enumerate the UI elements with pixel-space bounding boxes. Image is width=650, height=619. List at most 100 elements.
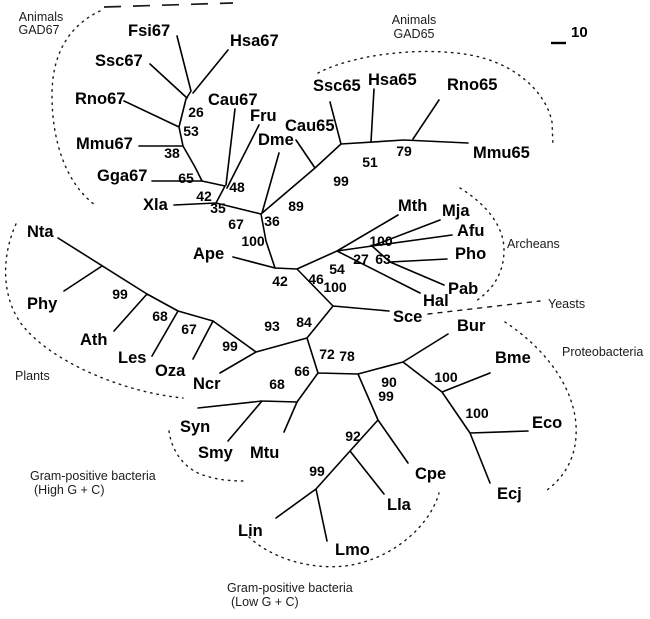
- taxon-label-bme: Bme: [495, 349, 531, 367]
- cluster-outline-archeans: [459, 187, 505, 302]
- taxon-label-ssc65: Ssc65: [313, 77, 361, 95]
- bootstrap-value: 68: [269, 376, 285, 392]
- taxon-label-lmo: Lmo: [335, 541, 370, 559]
- taxon-label-ath: Ath: [80, 331, 108, 349]
- bootstrap-value: 100: [434, 369, 458, 385]
- group-label-gram-high-line2: (High G + C): [34, 483, 105, 497]
- bootstrap-value: 38: [164, 145, 180, 161]
- cluster-outline-animals-gad67-top: [103, 2, 234, 8]
- taxon-label-mja: Mja: [442, 202, 470, 220]
- bootstrap-value: 27: [353, 251, 369, 267]
- taxon-label-smy: Smy: [198, 444, 234, 462]
- taxon-label-bur: Bur: [457, 317, 486, 335]
- scale-bar: 10: [551, 24, 588, 45]
- taxon-label-afu: Afu: [457, 222, 485, 240]
- taxon-label-lla: Lla: [387, 496, 412, 514]
- taxon-label-les: Les: [118, 349, 146, 367]
- bootstrap-value: 99: [222, 338, 238, 354]
- taxon-label-cau65: Cau65: [285, 117, 335, 135]
- taxon-label-oza: Oza: [155, 362, 186, 380]
- bootstrap-value: 67: [181, 321, 197, 337]
- taxon-label-fru: Fru: [250, 107, 277, 125]
- taxon-label-mmu67: Mmu67: [76, 135, 133, 153]
- group-label-plants: Plants: [15, 369, 50, 383]
- yeasts-leader-line: [427, 300, 541, 315]
- taxon-label-dme: Dme: [258, 131, 294, 149]
- cluster-outline-proteobacteria: [504, 321, 577, 491]
- taxon-label-xla: Xla: [143, 196, 169, 214]
- taxon-label-rno65: Rno65: [447, 76, 497, 94]
- bootstrap-value: 67: [228, 216, 244, 232]
- group-label-gram-low-line1: Gram-positive bacteria: [227, 581, 353, 595]
- taxon-label-hsa65: Hsa65: [368, 71, 417, 89]
- bootstrap-value: 93: [264, 318, 280, 334]
- taxon-label-pab: Pab: [448, 280, 478, 298]
- group-label-yeasts: Yeasts: [548, 297, 585, 311]
- scale-bar-label: 10: [571, 24, 588, 41]
- group-label-animals-gad67-line2: GAD67: [19, 23, 60, 37]
- bootstrap-value: 42: [196, 188, 212, 204]
- bootstrap-value: 65: [178, 170, 194, 186]
- group-label-animals-gad65-line1: Animals: [392, 13, 436, 27]
- taxon-label-gga67: Gga67: [97, 167, 147, 185]
- bootstrap-value: 42: [272, 273, 288, 289]
- taxon-label-ncr: Ncr: [193, 375, 221, 393]
- bootstrap-value: 89: [288, 198, 304, 214]
- taxon-label-ssc67: Ssc67: [95, 52, 143, 70]
- taxon-labels: Fsi67 Hsa67 Ssc67 Rno67 Mmu67 Gga67 Xla …: [27, 22, 562, 559]
- taxon-label-syn: Syn: [180, 418, 210, 436]
- bootstrap-value: 53: [183, 123, 199, 139]
- bootstrap-value: 79: [396, 143, 412, 159]
- bootstrap-value: 92: [345, 428, 361, 444]
- bootstrap-value: 63: [375, 251, 391, 267]
- bootstrap-value: 90: [381, 374, 397, 390]
- bootstrap-value: 100: [241, 233, 265, 249]
- bootstrap-value: 99: [112, 286, 128, 302]
- bootstrap-labels: 26 53 38 65 48 42 35 67 36 100 89 99 51 …: [112, 104, 489, 479]
- taxon-label-rno67: Rno67: [75, 90, 125, 108]
- cluster-outlines: [4, 2, 577, 568]
- bootstrap-value: 99: [378, 388, 394, 404]
- group-label-gram-low-line2: (Low G + C): [231, 595, 299, 609]
- cluster-outline-animals-gad65: [317, 50, 554, 147]
- taxon-label-lin: Lin: [238, 522, 263, 540]
- taxon-label-mth: Mth: [398, 197, 427, 215]
- group-label-archeans: Archeans: [507, 237, 560, 251]
- taxon-label-fsi67: Fsi67: [128, 22, 170, 40]
- taxon-label-phy: Phy: [27, 295, 58, 313]
- taxon-label-cpe: Cpe: [415, 465, 446, 483]
- bootstrap-value: 36: [264, 213, 280, 229]
- taxon-label-ecj: Ecj: [497, 485, 522, 503]
- bootstrap-value: 78: [339, 348, 355, 364]
- bootstrap-value: 99: [309, 463, 325, 479]
- group-labels: Animals GAD67 Animals GAD65 Archeans Yea…: [15, 10, 643, 609]
- bootstrap-value: 100: [465, 405, 489, 421]
- taxon-label-mtu: Mtu: [250, 444, 279, 462]
- cluster-outline-gram-low: [248, 492, 440, 568]
- bootstrap-value: 68: [152, 308, 168, 324]
- bootstrap-value: 35: [210, 200, 226, 216]
- group-label-gram-high-line1: Gram-positive bacteria: [30, 469, 156, 483]
- bootstrap-value: 26: [188, 104, 204, 120]
- taxon-label-mmu65: Mmu65: [473, 144, 530, 162]
- cluster-outline-animals-gad67: [51, 10, 101, 206]
- bootstrap-value: 100: [369, 233, 393, 249]
- bootstrap-value: 72: [319, 346, 335, 362]
- group-label-animals-gad67-line1: Animals: [19, 10, 63, 24]
- group-label-proteobacteria: Proteobacteria: [562, 345, 643, 359]
- bootstrap-value: 66: [294, 363, 310, 379]
- taxon-label-nta: Nta: [27, 223, 54, 241]
- taxon-label-cau67: Cau67: [208, 91, 258, 109]
- taxon-label-hal: Hal: [423, 292, 449, 310]
- bootstrap-value: 54: [329, 261, 345, 277]
- bootstrap-value: 46: [308, 271, 324, 287]
- bootstrap-value: 100: [323, 279, 347, 295]
- bootstrap-value: 51: [362, 154, 378, 170]
- taxon-label-hsa67: Hsa67: [230, 32, 279, 50]
- bootstrap-value: 48: [229, 179, 245, 195]
- taxon-label-ape: Ape: [193, 245, 224, 263]
- bootstrap-value: 99: [333, 173, 349, 189]
- taxon-label-sce: Sce: [393, 308, 422, 326]
